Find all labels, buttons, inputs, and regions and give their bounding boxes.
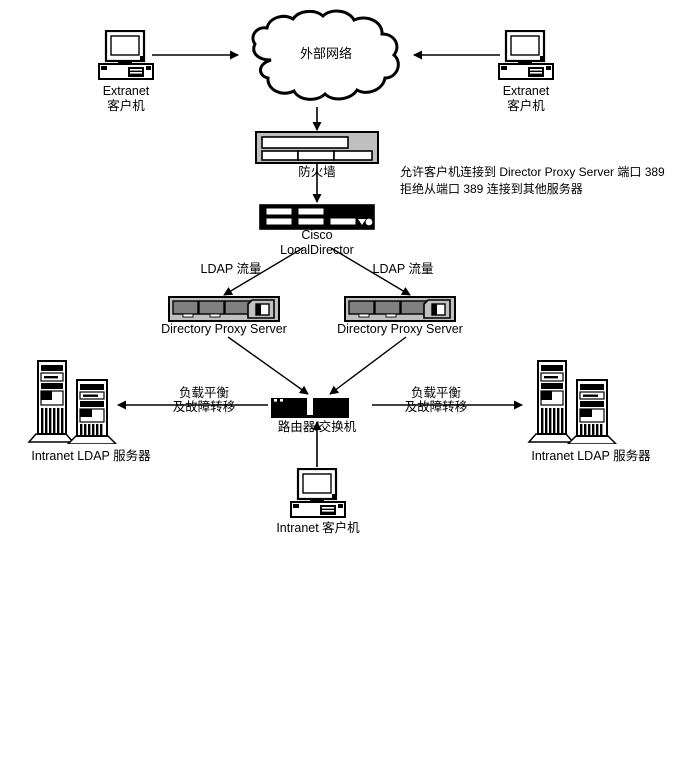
node-intranet-ldap-server-right[interactable]	[524, 358, 628, 444]
node-cisco-localdirector[interactable]	[259, 204, 375, 230]
node-directory-proxy-server-right[interactable]	[344, 296, 456, 322]
edge-label-line: 及故障转移	[172, 400, 236, 414]
label-line: Directory Proxy Server	[161, 322, 287, 336]
label-line: LocalDirector	[280, 243, 354, 257]
label-intranet-ldap-server-left: Intranet LDAP 服务器	[6, 449, 176, 464]
label-cisco-localdirector: Cisco LocalDirector	[257, 228, 377, 258]
edge-label-ldap-traffic-left: LDAP 流量	[186, 262, 276, 276]
edge-label-load-balance-left: 负载平衡 及故障转移	[146, 386, 262, 414]
firewall-appliance-icon	[255, 131, 379, 164]
rack-server-icon	[168, 296, 280, 322]
note-firewall-policy: 允许客户机连接到 Director Proxy Server 端口 389 拒绝…	[400, 164, 665, 198]
label-extranet-client-left: Extranet 客户机	[62, 84, 190, 114]
edge-label-line: 及故障转移	[404, 400, 468, 414]
rack-server-icon	[344, 296, 456, 322]
label-directory-proxy-server-left: Directory Proxy Server	[154, 322, 294, 337]
edge-label-line: 负载平衡	[410, 386, 461, 400]
node-intranet-client[interactable]	[288, 468, 348, 520]
label-intranet-client: Intranet 客户机	[248, 521, 388, 536]
label-line: Cisco	[301, 228, 333, 242]
label-line: 防火墙	[298, 165, 336, 179]
label-line: Intranet LDAP 服务器	[531, 449, 651, 463]
node-intranet-ldap-server-left[interactable]	[24, 358, 128, 444]
node-extranet-client-left[interactable]	[96, 30, 156, 82]
label-firewall: 防火墙	[257, 165, 377, 180]
label-router-switch: 路由器/交换机	[255, 420, 379, 435]
edge-label-ldap-traffic-right: LDAP 流量	[358, 262, 448, 276]
label-directory-proxy-server-right: Directory Proxy Server	[330, 322, 470, 337]
cloud-icon	[251, 9, 400, 101]
localdirector-appliance-icon	[259, 204, 375, 230]
router-switch-icon	[271, 398, 349, 418]
label-line: Intranet 客户机	[276, 521, 360, 535]
edge-label-line: LDAP 流量	[372, 262, 434, 276]
label-line: Extranet	[102, 84, 150, 98]
node-directory-proxy-server-left[interactable]	[168, 296, 280, 322]
label-line: Directory Proxy Server	[337, 322, 463, 336]
edge-label-load-balance-right: 负载平衡 及故障转移	[378, 386, 494, 414]
label-extranet-client-right: Extranet 客户机	[462, 84, 590, 114]
tower-server-pair-icon	[27, 360, 118, 444]
note-line: 允许客户机连接到 Director Proxy Server 端口 389	[400, 165, 665, 179]
label-line: 路由器/交换机	[277, 420, 357, 434]
node-extranet-client-right[interactable]	[496, 30, 556, 82]
label-line: Extranet	[502, 84, 550, 98]
tower-server-pair-icon	[527, 360, 618, 444]
desktop-computer-icon	[290, 468, 346, 518]
edge-label-line: 负载平衡	[178, 386, 229, 400]
note-line: 拒绝从端口 389 连接到其他服务器	[400, 182, 583, 196]
desktop-computer-icon	[98, 30, 154, 80]
label-line: 客户机	[107, 99, 145, 113]
label-line: 外部网络	[299, 46, 352, 61]
label-external-network-cloud: 外部网络	[251, 46, 401, 61]
label-intranet-ldap-server-right: Intranet LDAP 服务器	[506, 449, 676, 464]
node-firewall[interactable]	[255, 131, 379, 164]
node-router-switch[interactable]	[271, 396, 349, 418]
label-line: 客户机	[507, 99, 545, 113]
node-external-network-cloud[interactable]	[237, 8, 415, 108]
label-line: Intranet LDAP 服务器	[31, 449, 151, 463]
edge-label-line: LDAP 流量	[200, 262, 262, 276]
desktop-computer-icon	[498, 30, 554, 80]
